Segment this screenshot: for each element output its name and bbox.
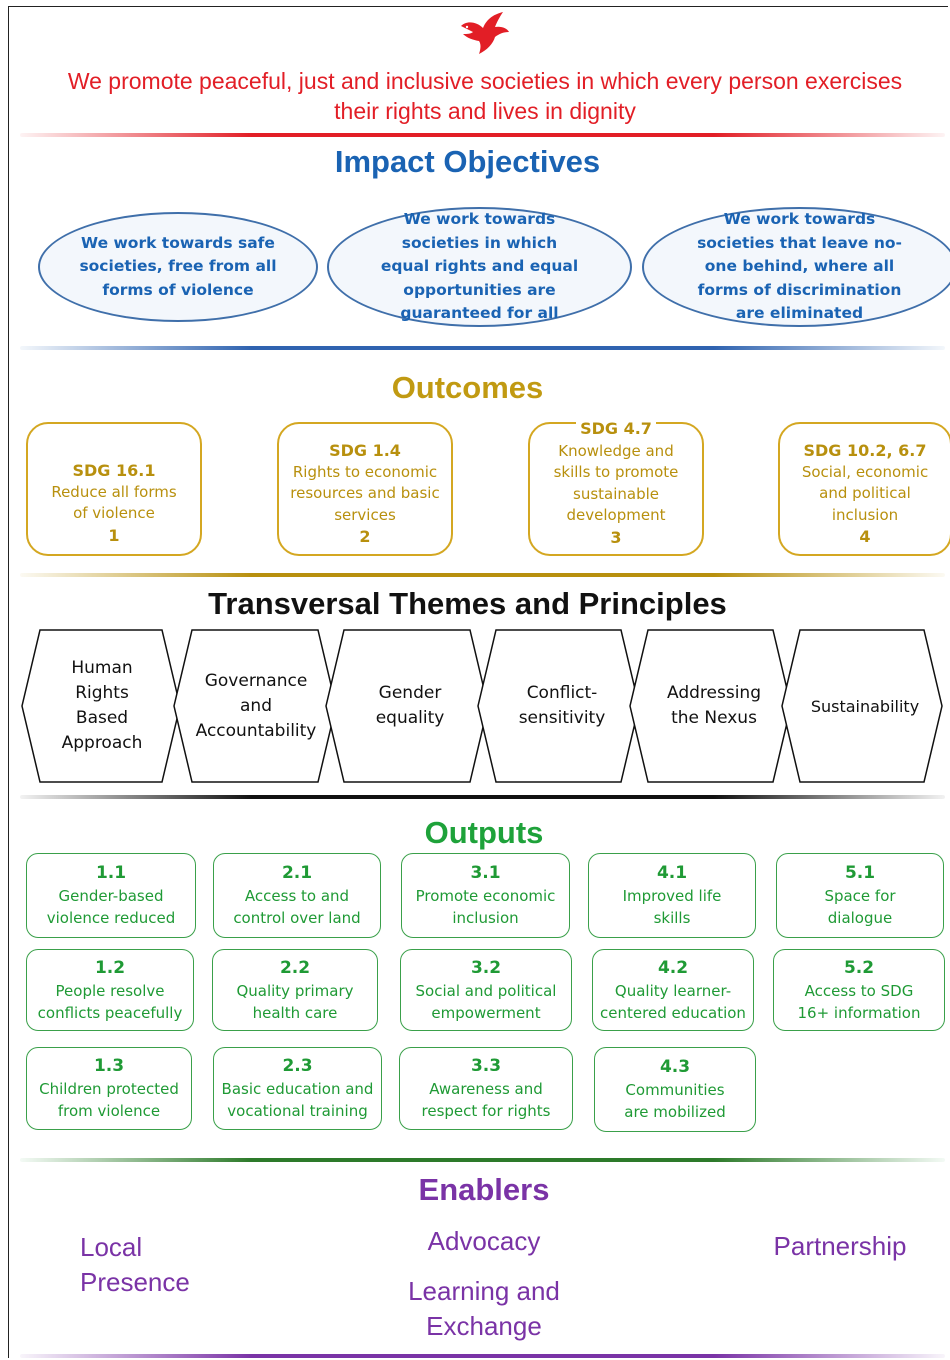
impact-objective: We work towards safe societies, free fro… bbox=[38, 212, 318, 322]
output-text: Social and political empowerment bbox=[415, 981, 557, 1022]
theme-label: Addressing the Nexus bbox=[667, 683, 761, 728]
theme-hexagon bbox=[629, 629, 792, 783]
output-text: Quality primary health care bbox=[236, 981, 354, 1022]
output-text: Promote economic inclusion bbox=[415, 887, 556, 927]
mission-divider bbox=[20, 133, 945, 137]
output-text: People resolve conflicts peacefully bbox=[37, 981, 183, 1022]
enablers-title: Enablers bbox=[418, 1172, 550, 1207]
outcome-number: 4 bbox=[859, 527, 871, 546]
output-code: 4.1 bbox=[656, 863, 688, 883]
output-code: 1.2 bbox=[94, 957, 126, 978]
impact-divider bbox=[20, 346, 945, 350]
page-frame bbox=[8, 6, 948, 1358]
output-text: Children protected from violence bbox=[39, 1080, 179, 1120]
theme-hexagon bbox=[21, 629, 181, 783]
output-code: 2.1 bbox=[281, 863, 313, 883]
output-text: Access to SDG 16+ information bbox=[797, 981, 921, 1022]
outcome-sdg: SDG 1.4 bbox=[329, 441, 401, 460]
theme-label: Conflict-sensitivity bbox=[518, 683, 606, 728]
outcome-text: Rights to economic resources and basic s… bbox=[290, 462, 440, 524]
outcome-box: SDG 1.4 Rights to economic resources and… bbox=[277, 422, 453, 556]
outcome-box: SDG 4.7 Knowledge and skills to promote … bbox=[528, 418, 704, 556]
output-code: 2.2 bbox=[279, 957, 311, 978]
outputs-divider bbox=[20, 1158, 945, 1162]
enabler-local-presence: Local Presence bbox=[80, 1232, 190, 1297]
output-code: 3.3 bbox=[470, 1056, 502, 1076]
outcome-text: Knowledge and skills to promote sustaina… bbox=[553, 441, 679, 525]
enabler-partnership: Partnership bbox=[773, 1231, 907, 1261]
enablers-divider bbox=[20, 1354, 945, 1358]
output-code: 1.3 bbox=[93, 1056, 125, 1076]
theme-label: Sustainability bbox=[810, 696, 920, 716]
output-text: Basic education and vocational training bbox=[221, 1080, 374, 1120]
outcomes-divider bbox=[20, 573, 945, 577]
theme-label: Gender equality bbox=[375, 683, 445, 728]
outputs-title: Outputs bbox=[424, 815, 544, 850]
themes-divider bbox=[20, 795, 945, 799]
outcome-sdg: SDG 16.1 bbox=[72, 461, 156, 480]
outcome-text: Social, economic and political inclusion bbox=[801, 462, 929, 524]
output-text: Gender-based violence reduced bbox=[46, 887, 176, 927]
impact-title: Impact Objectives bbox=[334, 144, 601, 179]
outcome-box: SDG 10.2, 6.7 Social, economic and polit… bbox=[778, 422, 950, 556]
output-text: Space for dialogue bbox=[824, 887, 896, 927]
output-code: 4.2 bbox=[657, 957, 689, 978]
output-text: Awareness and respect for rights bbox=[421, 1080, 551, 1120]
output-text: Communities are mobilized bbox=[624, 1081, 726, 1121]
output-code: 1.1 bbox=[95, 863, 127, 883]
output-code: 3.1 bbox=[470, 863, 501, 883]
theme-hexagon bbox=[781, 629, 943, 783]
theme-hexagon bbox=[477, 629, 640, 783]
enabler-advocacy: Advocacy bbox=[427, 1226, 541, 1256]
outcome-number: 2 bbox=[359, 527, 371, 546]
dove-icon bbox=[461, 12, 509, 54]
enabler-learning-exchange: Learning and Exchange bbox=[408, 1276, 560, 1341]
outcome-number: 3 bbox=[610, 527, 622, 547]
themes-title: Transversal Themes and Principles bbox=[208, 586, 727, 621]
impact-objective: We work towards societies that leave no-… bbox=[642, 207, 950, 327]
outcome-box: SDG 16.1 Reduce all forms of violence 1 bbox=[26, 422, 202, 556]
output-code: 4.3 bbox=[659, 1057, 691, 1077]
themes-hexagons bbox=[21, 629, 943, 783]
theme-hexagon bbox=[173, 629, 337, 783]
outcome-text: Reduce all forms of violence bbox=[51, 482, 177, 523]
output-code: 3.2 bbox=[470, 957, 502, 978]
output-text: Access to and control over land bbox=[233, 887, 361, 927]
outcomes-title: Outcomes bbox=[391, 370, 544, 405]
output-code: 5.2 bbox=[843, 957, 875, 978]
theme-hexagon bbox=[325, 629, 489, 783]
outcome-number: 1 bbox=[108, 525, 120, 545]
output-code: 2.3 bbox=[282, 1056, 313, 1076]
mission-statement: We promote peaceful, just and inclusive … bbox=[67, 68, 903, 124]
output-text: Quality learner-centered education bbox=[600, 981, 746, 1022]
theme-label: Human Rights Based Approach bbox=[61, 658, 143, 753]
impact-objective: We work towards societies in which equal… bbox=[327, 207, 632, 327]
output-code: 5.1 bbox=[844, 863, 876, 883]
output-text: Improved life skills bbox=[622, 887, 722, 927]
outcome-sdg: SDG 4.7 bbox=[576, 418, 656, 440]
outcome-sdg: SDG 10.2, 6.7 bbox=[803, 441, 927, 460]
theme-label: Governance and Accountability bbox=[195, 670, 317, 741]
